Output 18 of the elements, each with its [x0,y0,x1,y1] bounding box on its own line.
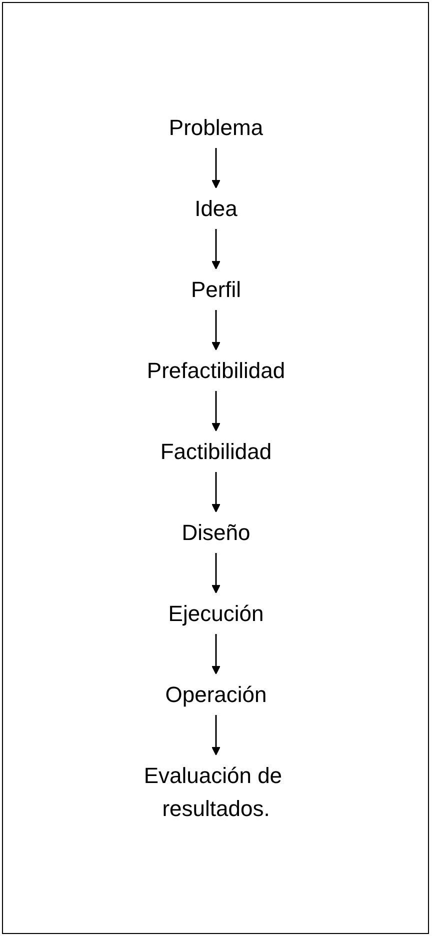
node-text: Problema [168,115,263,140]
arrow [211,148,220,188]
node-text: Perfil [190,277,241,302]
node-text: Factibilidad [160,439,272,464]
node-text: Idea [194,196,237,221]
arrow [211,553,220,594]
arrow [211,715,220,756]
node-text: Operación [164,682,266,707]
node-text: Ejecución [168,601,264,626]
node-text: Prefactibilidad [146,358,285,383]
arrow [211,391,220,432]
node-text: Diseño [181,520,250,545]
frame-border: Problema Idea Perfil Prefactibilidad Factibilidad Diseño Ejecución Operación Evaluación de resultados. [2,2,429,934]
node-text: Evaluación de resultados. [143,763,282,821]
arrow [211,310,220,350]
arrow [211,229,220,270]
arrow [211,634,220,674]
arrow [211,472,220,512]
